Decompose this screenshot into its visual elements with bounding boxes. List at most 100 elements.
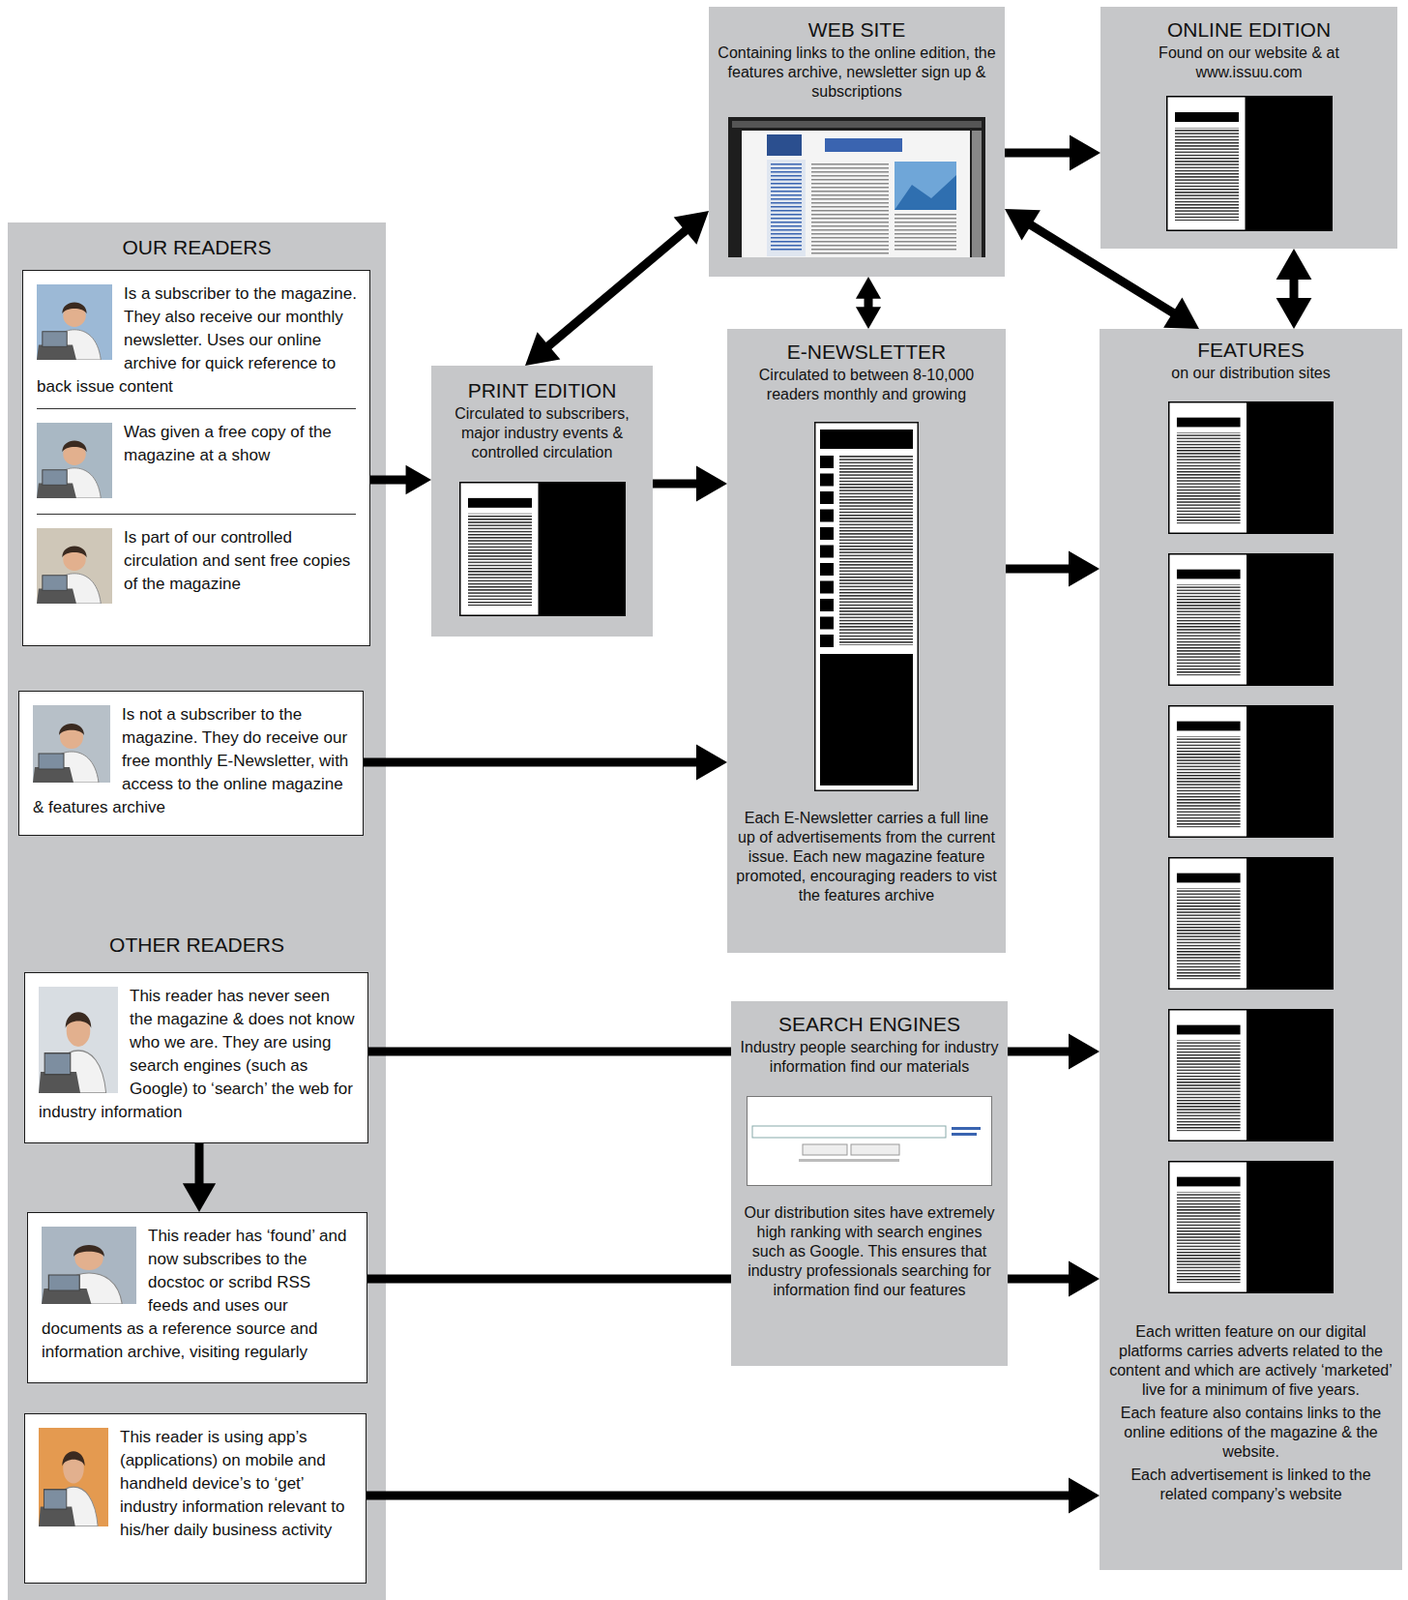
bottom-padding — [731, 1299, 1008, 1310]
reader-photo — [38, 986, 118, 1093]
arrow-head — [1068, 1033, 1100, 1070]
arrow-head — [406, 465, 432, 495]
arrow-head — [182, 1182, 216, 1212]
connector-arrow — [1276, 248, 1313, 329]
website-screenshot — [728, 117, 986, 258]
connector-arrow — [652, 466, 728, 502]
panel-description: Circulated to subscribers, major industr… — [431, 404, 653, 463]
channel-panel: WEB SITEContaining links to the online e… — [708, 6, 1005, 277]
reader-description: Is not a subscriber to the magazine. The… — [32, 703, 352, 820]
reader-entry: This reader has ‘found’ and now subscrib… — [28, 1212, 367, 1374]
channel-panel: PRINT EDITIONCirculated to subscribers, … — [431, 365, 653, 637]
illustration-slot — [1100, 95, 1398, 232]
arrow-head — [1004, 208, 1041, 240]
reader-box: Is a subscriber to the magazine. They al… — [22, 269, 371, 646]
illustration-slot — [1099, 856, 1403, 990]
panel-heading: ONLINE EDITION — [1100, 18, 1398, 42]
arrow-head — [1068, 551, 1100, 587]
channel-panel: E-NEWSLETTERCirculated to between 8-10,0… — [727, 328, 1006, 953]
arrow-head — [696, 744, 728, 781]
illustration-slot — [1099, 1008, 1403, 1142]
reader-description: This reader has never seen the magazine … — [38, 984, 356, 1124]
connector-arrow — [1004, 135, 1101, 172]
channel-panel: FEATURESon our distribution sitesEach wr… — [1099, 328, 1403, 1570]
panel-description: Containing links to the online edition, … — [708, 43, 1005, 102]
arrow-head — [855, 276, 881, 299]
arrow-head — [855, 306, 881, 329]
channel-panel: SEARCH ENGINESIndustry people searching … — [731, 1000, 1008, 1366]
reader-entry: Is not a subscriber to the magazine. The… — [19, 691, 363, 829]
panel-heading: OTHER READERS — [7, 933, 386, 957]
connector-arrow — [182, 1143, 216, 1212]
magazine-thumbnail — [459, 481, 626, 616]
reader-photo — [38, 1427, 109, 1526]
connector-arrow — [1007, 1261, 1100, 1297]
panel-description: Each written feature on our digital plat… — [1099, 1321, 1403, 1400]
panel-background — [7, 923, 386, 1600]
connector-shaft — [544, 226, 691, 350]
connector-arrow — [363, 744, 728, 781]
connector-shaft — [652, 479, 703, 489]
photo-frame — [41, 1226, 137, 1304]
panel-heading: FEATURES — [1099, 338, 1403, 362]
divider-line — [36, 408, 356, 410]
bottom-padding — [7, 259, 386, 269]
connector-shaft — [1005, 564, 1075, 574]
reader-photo — [36, 528, 113, 604]
bottom-padding — [708, 257, 1005, 267]
panel-description: on our distribution sites — [1099, 363, 1403, 383]
panel-description: Industry people searching for industry i… — [731, 1037, 1008, 1077]
connector-arrow — [1005, 551, 1100, 587]
bottom-padding — [727, 905, 1006, 915]
reader-entry: This reader has never seen the magazine … — [25, 972, 368, 1134]
feature-thumbnail — [1168, 856, 1334, 990]
connector-arrow — [855, 276, 881, 329]
connector-shaft — [370, 475, 411, 485]
reader-box: This reader has ‘found’ and now subscrib… — [27, 1211, 368, 1383]
arrow-head — [1069, 135, 1101, 172]
divider-line — [36, 513, 356, 515]
feature-thumbnail — [1168, 1160, 1334, 1293]
photo-frame — [36, 528, 113, 604]
connector-arrow — [366, 1477, 1100, 1514]
connector-shaft — [367, 1274, 732, 1284]
reader-entry: Is part of our controlled circulation an… — [23, 514, 370, 619]
connector-arrow — [525, 210, 709, 366]
magazine-thumbnail — [1166, 95, 1333, 232]
feature-thumbnail — [1168, 553, 1334, 686]
arrow-head — [1068, 1261, 1100, 1297]
panel-heading: E-NEWSLETTER — [727, 340, 1006, 364]
bottom-padding — [1099, 1503, 1403, 1514]
panel-description: Each feature also contains links to the … — [1099, 1403, 1403, 1462]
arrow-head — [525, 331, 560, 366]
connector-shaft — [1004, 148, 1076, 158]
illustration-slot — [431, 481, 653, 616]
photo-frame — [36, 284, 113, 360]
panel-heading: OUR READERS — [7, 235, 386, 260]
connector-shaft — [195, 1143, 205, 1189]
panel-description: Each E-Newsletter carries a full line up… — [727, 808, 1006, 906]
feature-thumbnail — [1168, 401, 1334, 534]
bottom-padding — [7, 956, 386, 967]
reader-description: This reader has ‘found’ and now subscrib… — [41, 1224, 355, 1364]
connector-arrow — [370, 465, 432, 495]
search-engine-screenshot — [746, 1095, 993, 1186]
photo-frame — [32, 704, 111, 783]
reader-entry: Was given a free copy of the magazine at… — [23, 409, 370, 514]
panel-description: Circulated to between 8-10,000 readers m… — [727, 365, 1006, 405]
connector-arrow — [1007, 1033, 1100, 1070]
feature-thumbnail — [1168, 1008, 1334, 1142]
reader-group-panel: OUR READERS Is a subscriber to the magazi… — [7, 222, 386, 924]
panel-description: Our distribution sites have extremely hi… — [731, 1202, 1008, 1300]
photo-frame — [38, 1427, 109, 1526]
reader-description: Was given a free copy of the magazine at… — [36, 420, 358, 468]
illustration-slot — [708, 117, 1005, 258]
channel-panel: ONLINE EDITIONFound on our website & at … — [1100, 6, 1398, 249]
photo-frame — [36, 422, 113, 499]
illustration-slot — [731, 1095, 1008, 1186]
arrow-head — [1276, 248, 1313, 280]
illustration-slot — [727, 421, 1006, 792]
reader-entry: Is a subscriber to the magazine. They al… — [23, 270, 370, 409]
feature-thumbnail — [1168, 704, 1334, 838]
